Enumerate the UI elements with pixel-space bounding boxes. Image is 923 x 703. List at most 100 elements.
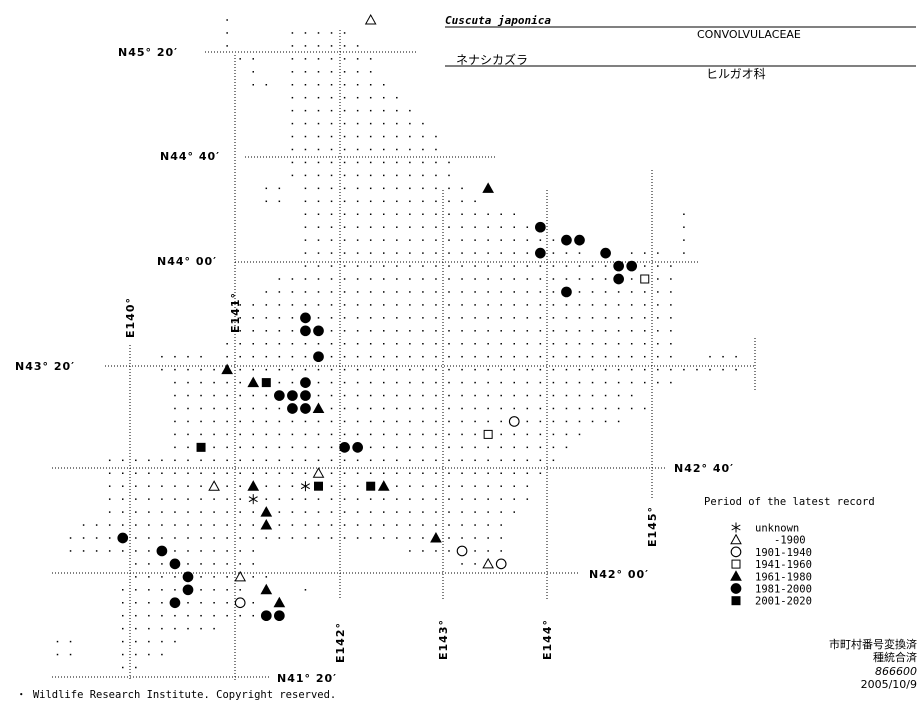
grid-dot: [108, 511, 111, 513]
grid-dot: [161, 640, 163, 643]
grid-dot: [604, 407, 607, 410]
grid-dot: [670, 355, 672, 358]
grid-dot: [683, 252, 685, 254]
grid-dot: [396, 148, 398, 151]
filled-triangle-symbol: [430, 531, 442, 543]
grid-dot: [304, 71, 307, 73]
grid-dot: [644, 355, 646, 358]
grid-dot: [383, 252, 385, 254]
grid-dot: [239, 394, 241, 397]
grid-dot: [330, 498, 333, 500]
grid-dot: [487, 213, 489, 215]
filled-circle-symbol: [730, 583, 742, 594]
grid-dot: [422, 485, 424, 487]
grid-dot: [526, 265, 529, 267]
grid-dot: [474, 524, 476, 526]
grid-dot: [487, 407, 489, 410]
grid-dot: [383, 96, 385, 99]
grid-dot: [383, 304, 385, 306]
grid-dot: [304, 420, 307, 423]
grid-dot: [278, 200, 281, 203]
grid-dot: [369, 330, 372, 332]
grid-dot: [278, 433, 281, 436]
grid-dot: [161, 355, 163, 358]
grid-dot: [200, 524, 202, 526]
grid-dot: [369, 407, 372, 410]
grid-dot: [578, 278, 581, 280]
grid-dot: [343, 174, 346, 177]
grid-dot: [448, 304, 450, 306]
filled-circle-symbol: [260, 610, 272, 622]
processing-stamp: 市町村番号変換済 種統合済 866600 2005/10/9: [829, 637, 917, 691]
grid-dot: [161, 627, 163, 630]
grid-dot: [317, 58, 320, 60]
grid-dot: [422, 278, 424, 280]
grid-dot: [265, 394, 268, 397]
grid-dot: [500, 485, 502, 487]
grid-dot: [552, 368, 555, 371]
grid-dot: [409, 485, 411, 487]
grid-dot: [108, 537, 111, 539]
grid-dot: [409, 420, 411, 423]
grid-dot: [396, 174, 398, 177]
grid-dot: [265, 200, 268, 203]
grid-dot: [343, 472, 346, 474]
grid-dot: [265, 433, 268, 436]
grid-dot: [187, 498, 189, 500]
grid-dot: [108, 524, 111, 526]
grid-dot: [330, 472, 333, 474]
grid-dot: [252, 602, 254, 604]
grid-dot: [422, 343, 424, 345]
grid-dot: [291, 317, 294, 319]
grid-dot: [291, 420, 294, 423]
grid-dot: [565, 278, 568, 280]
grid-dot: [383, 187, 385, 190]
grid-dot: [657, 368, 659, 371]
grid-dot: [461, 239, 463, 241]
grid-dot: [317, 161, 320, 164]
grid-dot: [383, 317, 385, 319]
grid-dot: [226, 446, 228, 449]
grid-dot: [304, 589, 307, 591]
grid-dot: [161, 602, 163, 604]
grid-dot: [356, 265, 359, 267]
grid-dot: [461, 187, 463, 190]
grid-dot: [343, 394, 346, 397]
grid-dot: [291, 446, 294, 449]
grid-dot: [487, 317, 489, 319]
grid-dot: [369, 498, 372, 500]
filled-circle-symbol: [352, 442, 364, 453]
grid-dot: [500, 446, 502, 449]
grid-dot: [356, 330, 359, 332]
grid-dot: [148, 602, 150, 604]
grid-dot: [304, 459, 307, 462]
grid-dot: [265, 291, 268, 293]
grid-dot: [291, 485, 294, 487]
grid-dot: [187, 602, 189, 604]
grid-dot: [448, 420, 450, 423]
grid-dot: [657, 252, 659, 254]
grid-dot: [526, 446, 529, 449]
grid-dot: [513, 265, 515, 267]
lat-label-44-00: N44° 00′: [157, 255, 217, 268]
grid-dot: [317, 368, 320, 371]
grid-dot: [291, 45, 294, 47]
grid-dot: [552, 394, 555, 397]
grid-dot: [422, 524, 424, 526]
grid-dot: [448, 291, 450, 293]
grid-dot: [56, 640, 59, 643]
grid-dot: [474, 394, 476, 397]
grid-dot: [435, 174, 437, 177]
filled-circle-symbol: [561, 286, 572, 298]
grid-dot: [161, 614, 163, 617]
grid-dot: [383, 511, 385, 513]
grid-dot: [343, 71, 346, 73]
grid-dot: [122, 666, 124, 669]
grid-dot: [552, 407, 555, 410]
grid-dot: [356, 96, 359, 99]
grid-dot: [369, 368, 372, 371]
grid-dot: [435, 161, 437, 164]
grid-dot: [343, 420, 346, 423]
grid-dot: [487, 265, 489, 267]
grid-dot: [448, 381, 450, 384]
